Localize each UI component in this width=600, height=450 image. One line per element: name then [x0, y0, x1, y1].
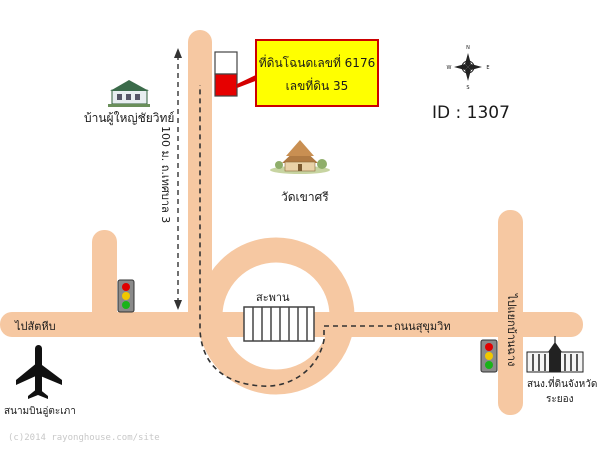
roundabout	[197, 237, 355, 395]
land-office-label-line1: สนง.ที่ดินจังหวัด	[527, 376, 597, 390]
plot-marker	[214, 51, 238, 97]
temple-icon	[270, 140, 330, 174]
to-ban-chang-label: ไปแยกบ้านฉาง	[505, 293, 518, 366]
to-sattahip-label: ไปสัตหีบ	[14, 320, 56, 333]
callout-line1: ที่ดินโฉนดเลขที่ 6176	[259, 54, 375, 70]
house-icon	[108, 80, 150, 107]
compass-icon: N S W E	[447, 45, 490, 91]
callout-arrow	[237, 74, 258, 88]
bridge	[243, 306, 315, 342]
temple-label: วัดเขาศรี	[281, 190, 329, 204]
copyright-watermark: (c)2014 rayonghouse.com/site	[8, 433, 160, 443]
compass-e: E	[486, 65, 489, 71]
callout-line2: เลขที่ดิน 35	[286, 77, 349, 93]
government-building-icon	[526, 336, 584, 373]
airport-label: สนามบินอู่ตะเภา	[4, 406, 76, 417]
house-label: บ้านผู้ใหญ่ชัยวิทย์	[84, 111, 174, 126]
side-road-left	[92, 230, 117, 325]
route-path	[199, 85, 392, 387]
compass-w: W	[447, 65, 452, 71]
distance-marker	[174, 48, 182, 310]
airplane-icon	[16, 345, 62, 399]
sukhumvit-label: ถนนสุขุมวิท	[394, 320, 451, 333]
traffic-light-icon	[480, 339, 498, 373]
compass-s: S	[466, 85, 469, 91]
distance-label: 100 ม. ถ.เทศบาล 3	[159, 126, 172, 223]
map-id: ID : 1307	[432, 103, 510, 123]
road-to-ban-chang	[498, 210, 523, 415]
compass-n: N	[466, 45, 470, 51]
land-office-label-line2: ระยอง	[546, 394, 574, 405]
land-title-callout	[255, 39, 379, 107]
traffic-light-icon	[117, 279, 135, 313]
bridge-label: สะพาน	[256, 291, 290, 304]
